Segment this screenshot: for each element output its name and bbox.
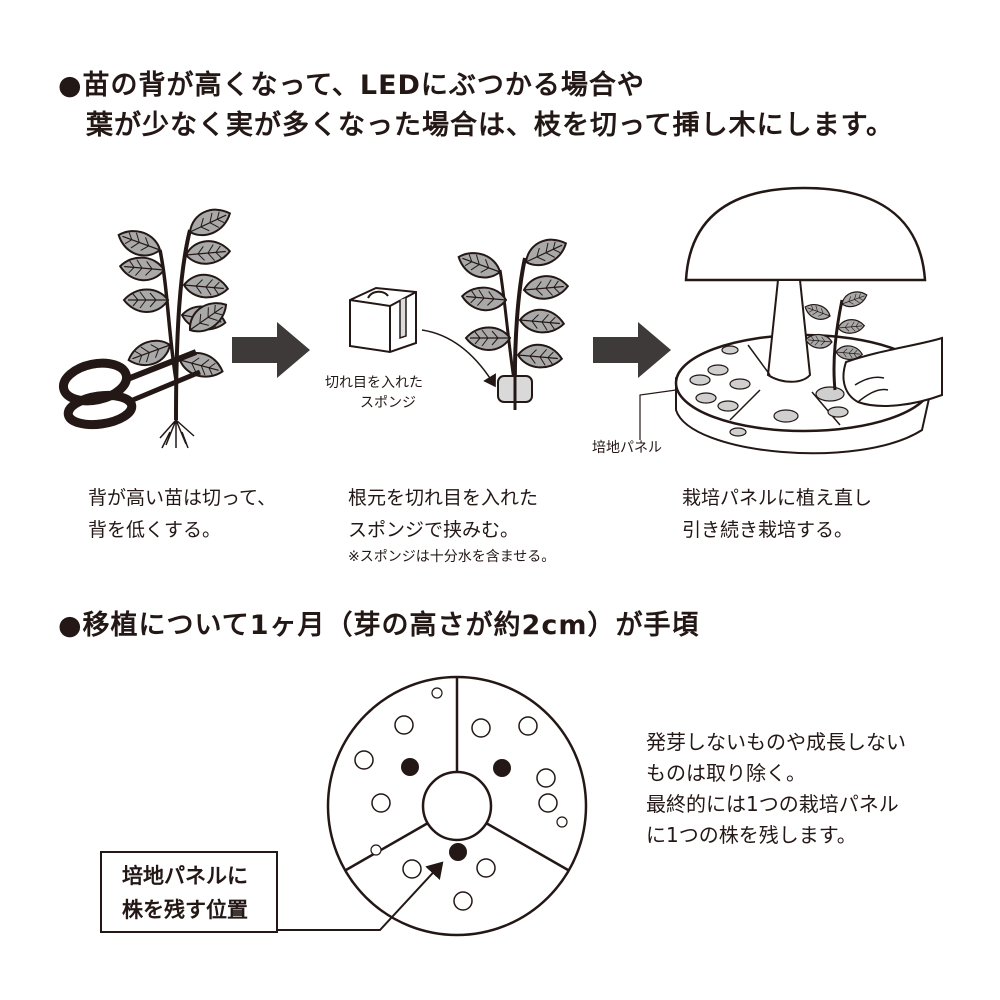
- step-3-caption: 栽培パネルに植え直し 引き続き栽培する。: [682, 487, 873, 541]
- sponge-icon: [349, 286, 417, 354]
- arrow-right-icon: [593, 322, 671, 378]
- step-2-note: ※スポンジは十分水を含ませる。: [348, 549, 556, 565]
- panel-top-view-diagram: [326, 675, 588, 937]
- heading-line-1: ●苗の背が高くなって、LEDにぶつかる場合や: [58, 70, 645, 101]
- arrow-right-icon: [232, 322, 310, 378]
- sub-heading: ●移植について1ヶ月（芽の高さが約2cm）が手頃: [58, 610, 700, 641]
- heading-line-2: 葉が少なく実が多くなった場合は、枝を切って挿し木にします。: [58, 110, 894, 141]
- sponge-label: 切れ目を入れた スポンジ: [325, 375, 423, 411]
- step-1-caption: 背が高い苗は切って、 背を低くする。: [88, 487, 277, 541]
- cutting-illustration: [453, 231, 572, 410]
- step-2-caption: 根元を切れ目を入れた スポンジで挟みむ。: [348, 487, 539, 541]
- scissors-icon: [58, 349, 201, 430]
- main-heading: ●苗の背が高くなって、LEDにぶつかる場合や 葉が少なく実が多くなった場合は、枝…: [58, 66, 894, 146]
- grower-device-illustration: [674, 186, 943, 455]
- side-note: 発芽しないものや成長しない ものは取り除く。 最終的には1つの栽培パネル に1つ…: [646, 730, 906, 847]
- panel-label: 培地パネル: [592, 440, 662, 456]
- callout-box: 培地パネルに 株を残す位置: [100, 851, 278, 933]
